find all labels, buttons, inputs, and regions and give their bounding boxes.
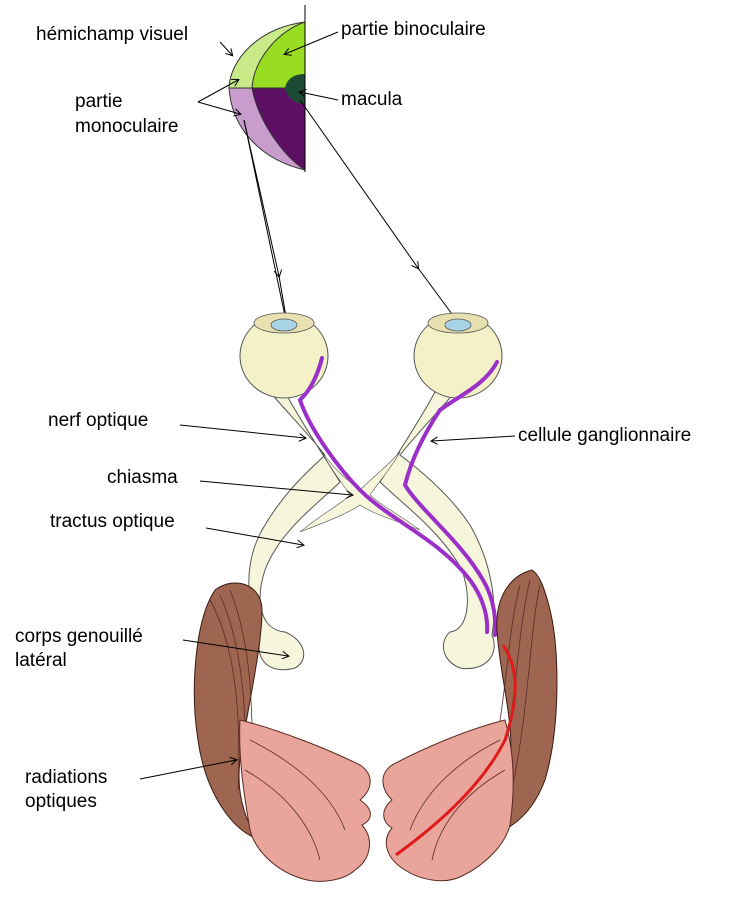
label-nerf: nerf optique — [48, 410, 148, 431]
visual-hemifield — [229, 5, 305, 172]
label-radiations-1: radiations — [25, 767, 107, 788]
right-occipital-cortex — [383, 720, 513, 881]
leader-hemichamp — [220, 42, 232, 55]
optic-pathway-right — [380, 392, 494, 669]
label-tractus: tractus optique — [50, 511, 175, 532]
label-corps-2: latéral — [15, 650, 67, 671]
label-macula: macula — [341, 89, 403, 110]
label-corps-1: corps genouillé — [15, 626, 143, 647]
label-ganglion: cellule ganglionnaire — [518, 425, 691, 446]
label-binoculaire: partie binoculaire — [341, 19, 486, 40]
label-monoculaire-2: monoculaire — [75, 116, 179, 137]
right-eye — [414, 313, 502, 398]
label-radiations-2: optiques — [25, 791, 97, 812]
leader-macula — [300, 92, 338, 100]
left-occipital-cortex — [240, 720, 371, 881]
leader-nerf — [180, 425, 305, 438]
left-eye — [240, 313, 328, 398]
label-hemichamp: hémichamp visuel — [36, 24, 188, 45]
labels: hémichamp visuel partie binoculaire macu… — [15, 19, 691, 812]
leader-ganglion — [432, 436, 515, 441]
label-chiasma: chiasma — [107, 467, 178, 488]
label-monoculaire-1: partie — [75, 91, 123, 112]
